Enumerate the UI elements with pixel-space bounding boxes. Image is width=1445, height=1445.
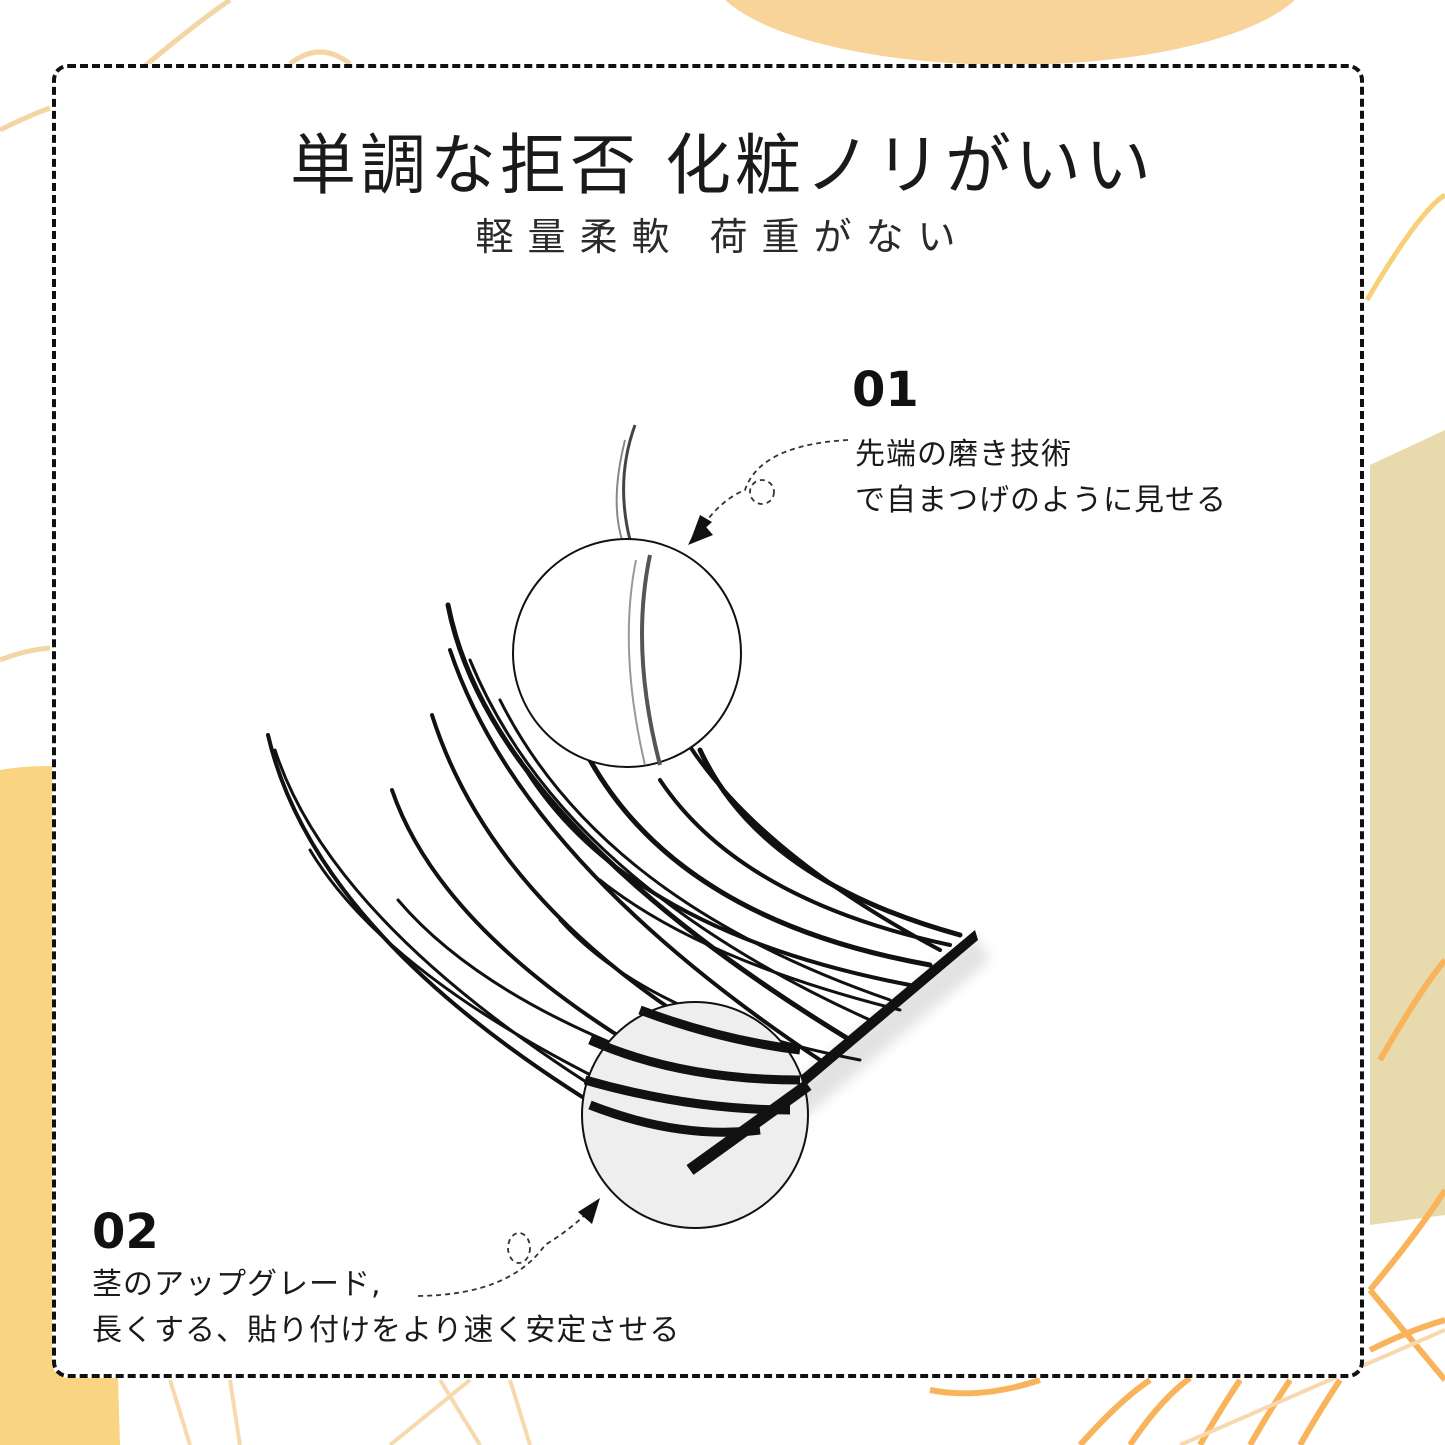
callout-01-description: 先端の磨き技術 で自まつげのように見せる xyxy=(855,432,1227,524)
callout-02-line-2: 長くする、貼り付けをより速く安定させる xyxy=(92,1313,681,1348)
callout-02-number: 02 xyxy=(92,1204,159,1260)
headline-subtitle: 軽量柔軟 荷重がない xyxy=(475,215,970,259)
magnifier-01 xyxy=(512,538,742,768)
callout-01-line-1: 先端の磨き技術 xyxy=(855,437,1072,472)
callout-02-line-1: 茎のアップグレード, xyxy=(92,1267,382,1302)
callout-01-line-2: で自まつげのように見せる xyxy=(855,483,1227,518)
magnifier-02 xyxy=(581,1001,812,1229)
headline-title: 単調な拒否 化粧ノリがいい xyxy=(290,127,1155,204)
callout-01-number: 01 xyxy=(852,362,919,418)
callout-02-description: 茎のアップグレード, 長くする、貼り付けをより速く安定させる xyxy=(92,1262,680,1354)
dashed-loop-arrow-icon xyxy=(417,1209,591,1297)
dashed-loop-arrow-icon xyxy=(699,439,849,531)
